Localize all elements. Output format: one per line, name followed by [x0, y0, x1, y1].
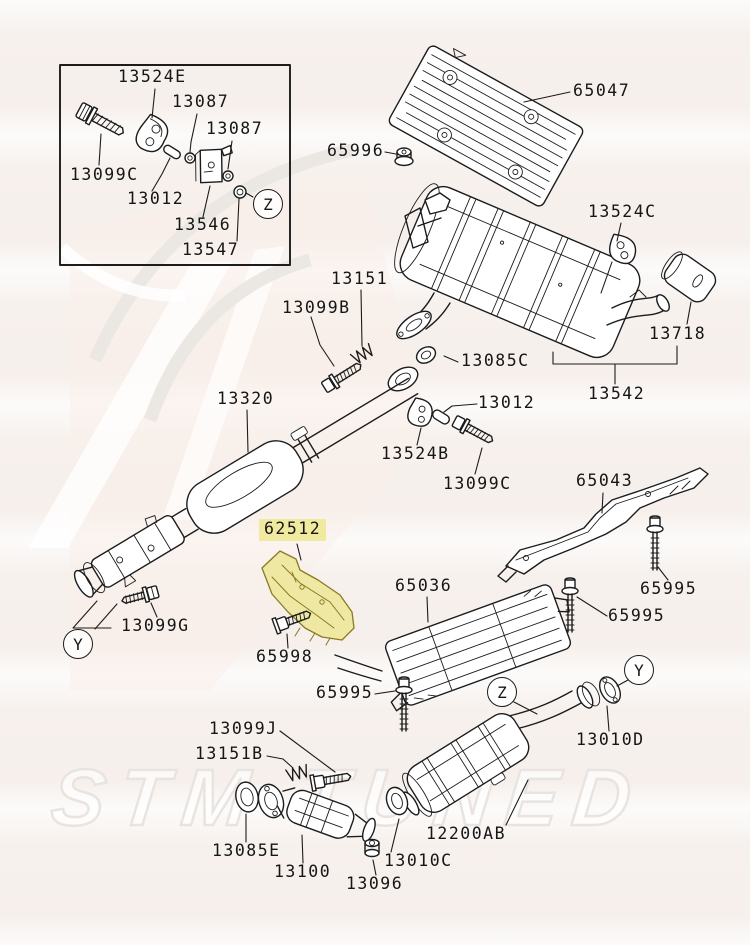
part-bracket-13546 — [195, 144, 233, 184]
part-bolt-65995-b — [561, 577, 579, 633]
part-spring-13151 — [349, 343, 373, 364]
part-label-62512-highlighted: 62512 — [259, 519, 327, 541]
part-hanger-13524e — [135, 113, 169, 153]
part-label-13100: 13100 — [274, 862, 332, 881]
part-label-13718: 13718 — [649, 324, 707, 343]
part-label-13151B: 13151B — [195, 744, 264, 763]
part-label-13151: 13151 — [331, 269, 389, 288]
part-nut-13096 — [364, 838, 380, 858]
callout-y-left: Y — [63, 629, 93, 659]
part-bolt-13099j — [309, 772, 352, 792]
part-label-13085E: 13085E — [212, 841, 281, 860]
part-label-65996: 65996 — [327, 141, 385, 160]
part-heat-shield-65043 — [497, 467, 709, 583]
inset-box — [59, 64, 291, 266]
part-label-13010C: 13010C — [384, 851, 453, 870]
leader-lines — [150, 91, 692, 876]
part-label-65047: 65047 — [573, 81, 631, 100]
part-inlet-flange — [396, 310, 432, 340]
part-label-13099B: 13099B — [282, 298, 351, 317]
part-label-13087-b: 13087 — [206, 119, 264, 138]
part-nut-13547 — [233, 185, 247, 199]
part-hanger-13524c — [609, 233, 637, 265]
part-bolt-13099c — [451, 415, 494, 444]
part-bolt-13099b — [321, 362, 362, 393]
part-pin-13012-inset — [163, 144, 181, 160]
part-tip-13718 — [661, 251, 717, 303]
part-front-pipe-13320 — [72, 377, 419, 630]
part-label-13085C: 13085C — [461, 351, 530, 370]
part-gasket-13085e — [235, 781, 259, 813]
part-label-65043: 65043 — [576, 471, 634, 490]
part-label-65995-a: 65995 — [640, 579, 698, 598]
part-label-13546: 13546 — [174, 215, 232, 234]
ghost-arc — [57, 243, 186, 302]
part-label-13099G: 13099G — [121, 616, 190, 635]
part-label-13547: 13547 — [182, 240, 240, 259]
part-label-13096: 13096 — [346, 874, 404, 893]
part-label-13524B: 13524B — [381, 444, 450, 463]
part-nut-65996 — [394, 147, 414, 167]
part-label-65995-c: 65995 — [316, 683, 374, 702]
callout-y-right: Y — [624, 655, 654, 685]
part-label-13099C: 13099C — [443, 474, 512, 493]
part-label-65998: 65998 — [256, 647, 314, 666]
part-rear-pipe — [508, 681, 601, 730]
part-label-13320: 13320 — [217, 389, 275, 408]
part-label-65995-b: 65995 — [608, 606, 666, 625]
part-label-13099J: 13099J — [209, 719, 278, 738]
part-label-13087-a: 13087 — [172, 92, 230, 111]
part-label-13542: 13542 — [588, 384, 646, 403]
part-label-13012: 13012 — [478, 393, 536, 412]
part-label-13524E: 13524E — [118, 67, 187, 86]
ghost-arc — [143, 253, 312, 423]
part-bolt-65995-a — [646, 515, 664, 571]
part-pin-13012 — [431, 409, 451, 425]
part-ring-13087-b — [222, 170, 234, 182]
ghost-stripe — [28, 262, 232, 548]
part-label-13524C: 13524C — [588, 202, 657, 221]
callout-z-mid: Z — [487, 677, 517, 707]
part-spring-13151b — [285, 763, 308, 782]
part-bolt-65995-c — [395, 676, 413, 732]
ghost-arc — [89, 143, 354, 363]
part-bolt-65998 — [271, 610, 312, 635]
part-heat-protector-62512 — [261, 550, 355, 646]
part-front-pipe-13100-assembly — [235, 763, 409, 858]
callout-z-inset: Z — [253, 189, 283, 219]
part-muffler-13542 — [394, 183, 670, 359]
part-ring-13087-a — [184, 152, 196, 164]
part-gasket-13010c — [385, 786, 409, 816]
part-label-12200AB: 12200AB — [426, 824, 507, 843]
part-bolt-13099c-inset — [75, 102, 125, 136]
part-label-13012-inset: 13012 — [127, 189, 185, 208]
part-pipe-flange — [387, 366, 419, 392]
part-body-13100 — [276, 787, 376, 842]
part-catalyst-12200ab — [401, 713, 530, 817]
part-label-13099C-inset: 13099C — [70, 165, 139, 184]
part-heat-shield-65047 — [388, 45, 584, 207]
part-hanger-13524b — [407, 397, 433, 427]
part-flange-13100 — [257, 783, 285, 819]
part-gasket-13085c — [415, 346, 437, 364]
part-label-13010D: 13010D — [576, 730, 645, 749]
part-bolt-13099g — [121, 585, 160, 605]
ghost-stripe — [162, 246, 285, 520]
part-label-65036: 65036 — [395, 576, 453, 595]
